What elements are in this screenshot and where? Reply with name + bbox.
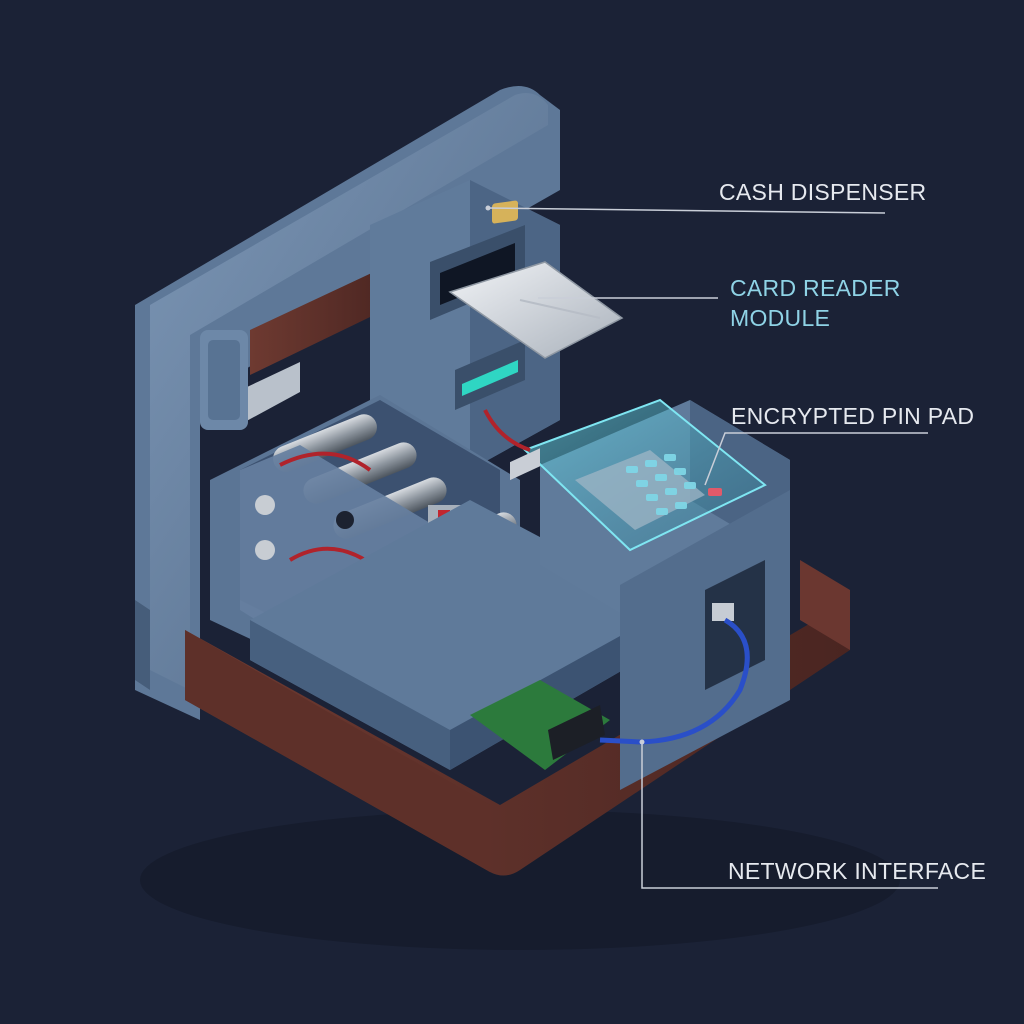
floor-shadow — [140, 810, 900, 950]
keypad-icon — [523, 398, 767, 552]
leader-dot-cash — [485, 205, 491, 211]
leader-lines — [487, 207, 938, 889]
label-card-reader-line2: MODULE — [730, 305, 831, 331]
leader-dot-network — [639, 739, 645, 745]
chip-card-icon — [448, 200, 624, 359]
leader-pin-pad — [704, 432, 928, 486]
label-card-reader-line1: CARD READER — [730, 275, 901, 301]
label-encrypted-pin-pad: ENCRYPTED PIN PAD — [731, 403, 975, 429]
leader-cash-dispenser — [487, 207, 886, 214]
door-latch — [200, 330, 248, 430]
red-wire — [483, 409, 531, 452]
circuit-board-icon — [470, 448, 610, 770]
label-network-interface: NETWORK INTERFACE — [728, 858, 987, 884]
ethernet-port-icon — [712, 603, 734, 621]
back-wood-beam — [250, 262, 395, 375]
network-cable — [599, 617, 750, 745]
label-cash-dispenser: CASH DISPENSER — [719, 179, 927, 205]
label-card-reader-module: CARD READER MODULE — [730, 273, 901, 333]
leader-network-interface — [641, 742, 938, 889]
